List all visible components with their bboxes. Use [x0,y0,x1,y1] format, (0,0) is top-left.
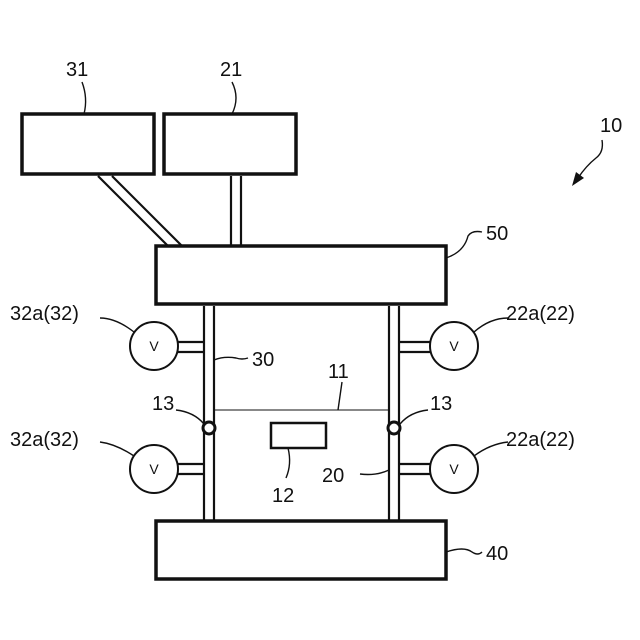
leader-11 [338,382,342,410]
label-30: 30 [252,349,274,371]
node-13-right [388,422,400,434]
label-21: 21 [220,59,242,81]
label-40: 40 [486,543,508,565]
branch-left-bottom [178,464,204,474]
leader-30 [214,357,248,360]
leader-13-left [176,410,204,424]
valve-symbol: V [449,461,459,477]
label-22a-top: 22a(22) [506,303,575,325]
branch-right-bottom [399,464,430,474]
valve-left-top: V [130,322,178,370]
leader-12 [286,448,290,478]
valve-right-top: V [430,322,478,370]
valve-symbol: V [449,338,459,354]
leader-32a-top [100,318,134,332]
valve-symbol: V [149,461,159,477]
leader-22a-top [474,318,508,332]
pipe-30 [204,306,214,520]
label-13-left: 13 [152,393,174,415]
pipe-20 [389,306,399,520]
label-31: 31 [66,59,88,81]
label-50: 50 [486,223,508,245]
box-31 [22,114,154,174]
valve-right-bottom: V [430,445,478,493]
pipe-31-to-50 [98,176,182,246]
node-13-left [203,422,215,434]
label-13-right: 13 [430,393,452,415]
label-12: 12 [272,485,294,507]
valve-left-bottom: V [130,445,178,493]
leader-20 [360,470,389,475]
sensor-12 [271,423,326,448]
label-11: 11 [328,361,349,383]
branch-right-top [399,342,430,352]
label-32a-bottom: 32a(32) [10,429,79,451]
box-21 [164,114,296,174]
leader-32a-bottom [100,442,134,456]
label-32a-top: 32a(32) [10,303,79,325]
leader-21 [232,82,236,114]
leader-31 [82,82,86,114]
leader-40 [446,549,482,554]
label-20: 20 [322,465,344,487]
leader-50 [446,232,482,259]
box-40 [156,521,446,579]
label-22a-bottom: 22a(22) [506,429,575,451]
valve-symbol: V [149,338,159,354]
arrow-10 [572,140,602,186]
box-50 [156,246,446,304]
branch-left-top [178,342,204,352]
label-10: 10 [600,115,622,137]
leader-13-right [400,410,428,424]
leader-22a-bottom [474,442,508,456]
pipe-21-to-50 [231,176,241,246]
